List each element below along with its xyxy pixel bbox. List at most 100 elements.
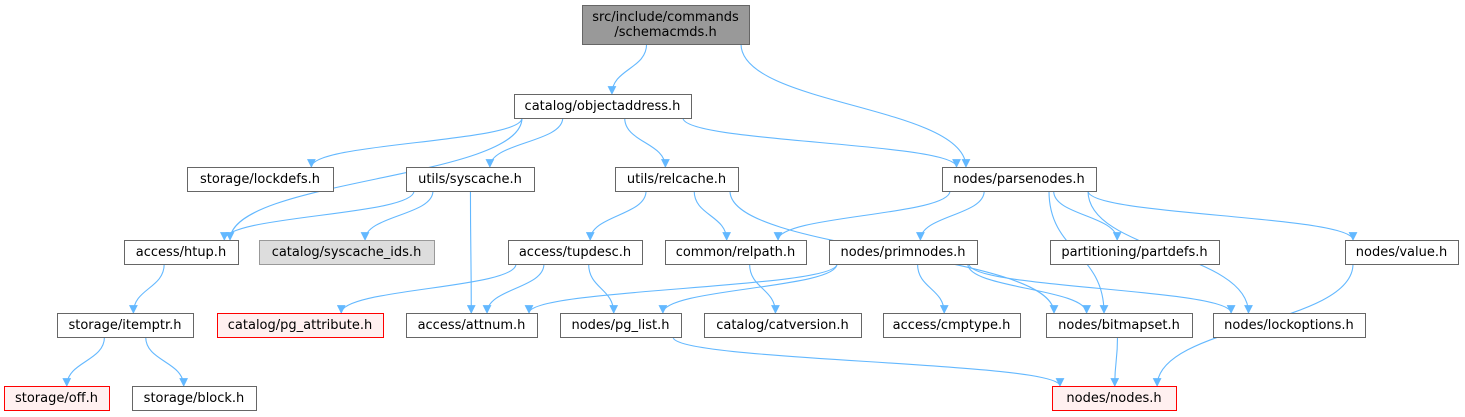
- edge: [672, 336, 1065, 387]
- edge-schemacmds-to-parsenodes: [740, 43, 971, 168]
- edge-parsenodes-to-relpath: [773, 190, 951, 241]
- node-tupdesc: access/tupdesc.h: [508, 240, 643, 265]
- edge-objectaddress-to-htup: [225, 117, 523, 241]
- node-label: nodes/parsenodes.h: [953, 172, 1085, 187]
- edge-tupdesc-to-attnum: [482, 263, 545, 314]
- node-label: catalog/pg_attribute.h: [228, 318, 372, 333]
- node-label: common/relpath.h: [676, 245, 796, 260]
- edge-bitmapset-to-nodes: [1110, 336, 1120, 387]
- node-pg-list: nodes/pg_list.h: [560, 313, 682, 338]
- edge: [749, 263, 780, 314]
- edge: [585, 190, 647, 241]
- edge: [916, 190, 985, 241]
- edge-htup-to-itemptr: [129, 263, 165, 314]
- node-box: [124, 240, 239, 265]
- edge: [917, 263, 949, 314]
- node-label: catalog/objectaddress.h: [525, 99, 681, 114]
- node-bitmapset: nodes/bitmapset.h: [1046, 313, 1193, 338]
- node-label: access/htup.h: [136, 245, 226, 260]
- node-box: [1213, 313, 1366, 338]
- edge-primnodes-to-lockoptions: [968, 263, 1236, 314]
- node-label: utils/relcache.h: [627, 172, 726, 187]
- nodes: src/include/commands/schemacmds.h catalog…: [4, 5, 1459, 411]
- node-box: [508, 240, 643, 265]
- edge: [1087, 190, 1358, 241]
- node-box: [132, 386, 257, 411]
- edge-objectaddress-to-parsenodes: [682, 117, 961, 168]
- edge: [482, 263, 545, 314]
- node-relcache: utils/relcache.h: [615, 167, 739, 192]
- edge: [129, 263, 165, 314]
- node-label: /schemacmds.h: [614, 25, 716, 40]
- edge: [740, 43, 971, 168]
- node-label: catalog/catversion.h: [716, 318, 849, 333]
- node-box: [615, 167, 739, 192]
- edge: [225, 117, 523, 241]
- node-nodes: nodes/nodes.h: [1052, 386, 1177, 411]
- node-attnum: access/attnum.h: [406, 313, 538, 338]
- node-label: access/attnum.h: [418, 318, 526, 333]
- edge-relcache-to-relpath: [693, 190, 732, 241]
- edge-syscache-to-attnum: [466, 190, 476, 314]
- node-cmptype: access/cmptype.h: [883, 313, 1021, 338]
- node-box: [4, 386, 110, 411]
- edge: [485, 117, 564, 168]
- edge-primnodes-to-bitmapset: [967, 263, 1091, 314]
- edge-pg-list-to-nodes: [672, 336, 1065, 387]
- node-box: [560, 313, 682, 338]
- node-relpath: common/relpath.h: [665, 240, 807, 265]
- node-label: nodes/nodes.h: [1066, 391, 1161, 406]
- node-block: storage/block.h: [132, 386, 257, 411]
- edge: [145, 336, 189, 387]
- node-box: [665, 240, 807, 265]
- node-pg-attribute: catalog/pg_attribute.h: [217, 313, 384, 338]
- node-box: [1052, 386, 1177, 411]
- edge: [682, 117, 961, 168]
- node-label: catalog/syscache_ids.h: [272, 245, 422, 260]
- node-schemacmds: src/include/commands/schemacmds.h: [582, 5, 750, 45]
- node-partdefs: partitioning/partdefs.h: [1050, 240, 1220, 265]
- edge-syscache-to-syscache-ids: [360, 190, 434, 241]
- edge-parsenodes-to-value: [1087, 190, 1358, 241]
- edge: [220, 190, 415, 241]
- edge: [360, 190, 434, 241]
- node-box: [883, 313, 1021, 338]
- node-label: access/tupdesc.h: [519, 245, 631, 260]
- edge-parsenodes-to-partdefs: [1053, 190, 1122, 241]
- node-box: [406, 167, 535, 192]
- node-box: [514, 94, 692, 119]
- edge-objectaddress-to-lockdefs: [307, 117, 523, 168]
- node-lockdefs: storage/lockdefs.h: [187, 167, 334, 192]
- edge: [967, 263, 1091, 314]
- node-label: access/cmptype.h: [893, 318, 1011, 333]
- node-label: storage/block.h: [144, 391, 245, 406]
- edge-objectaddress-to-relcache: [624, 117, 670, 168]
- node-box: [582, 5, 750, 45]
- node-label: storage/lockdefs.h: [200, 172, 320, 187]
- edge: [336, 263, 517, 314]
- node-label: storage/itemptr.h: [68, 318, 181, 333]
- edge-itemptr-to-off: [62, 336, 105, 387]
- edge: [524, 263, 838, 314]
- node-label: src/include/commands: [592, 10, 739, 25]
- edge: [624, 117, 670, 168]
- edge-primnodes-to-attnum: [524, 263, 838, 314]
- node-syscache-ids: catalog/syscache_ids.h: [259, 240, 435, 265]
- node-label: partitioning/partdefs.h: [1061, 245, 1207, 260]
- node-box: [829, 240, 978, 265]
- node-box: [57, 313, 194, 338]
- edge-parsenodes-to-primnodes: [916, 190, 985, 241]
- edge-syscache-to-htup: [220, 190, 415, 241]
- node-off: storage/off.h: [4, 386, 110, 411]
- edge-relpath-to-catversion: [749, 263, 780, 314]
- edge-schemacmds-to-objectaddress: [607, 43, 648, 95]
- node-value: nodes/value.h: [1345, 240, 1459, 265]
- edge-primnodes-to-cmptype: [917, 263, 949, 314]
- edge-tupdesc-to-pg-list: [588, 263, 619, 314]
- edge-tupdesc-to-pg-attribute: [336, 263, 517, 314]
- node-box: [217, 313, 384, 338]
- edge: [1110, 336, 1120, 387]
- edge: [588, 263, 619, 314]
- node-syscache: utils/syscache.h: [406, 167, 535, 192]
